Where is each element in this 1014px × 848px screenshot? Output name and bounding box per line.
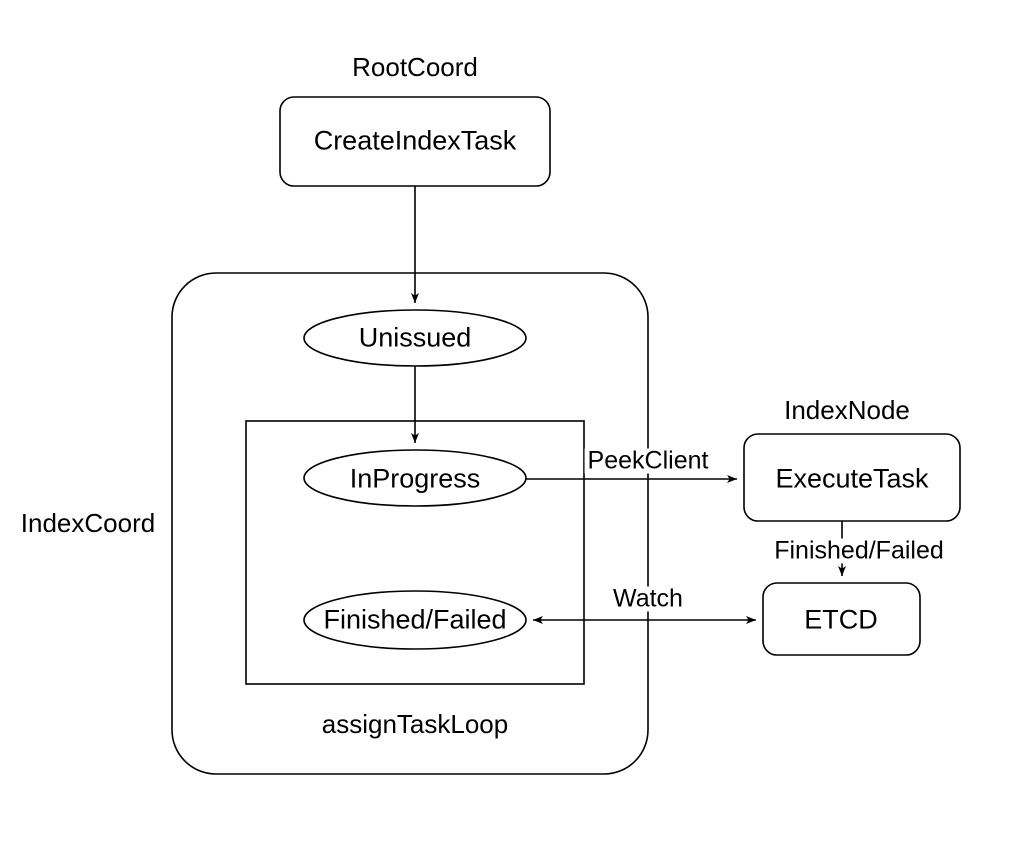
group-label-indexcoord: IndexCoord	[20, 508, 156, 538]
edge-label-watch: Watch	[610, 586, 686, 612]
node-label-finished-failed[interactable]: Finished/Failed	[323, 604, 507, 635]
node-label-etcd[interactable]: ETCD	[804, 604, 878, 635]
edge-label-finished-failed: Finished/Failed	[771, 538, 947, 564]
node-label-create-index-task[interactable]: CreateIndexTask	[313, 125, 517, 156]
group-label-assigntaskloop: assignTaskLoop	[321, 709, 509, 739]
node-etcd-shape[interactable]	[762, 582, 921, 656]
node-label-inprogress[interactable]: InProgress	[349, 463, 481, 494]
group-label-rootcoord: RootCoord	[352, 52, 478, 82]
node-label-unissued[interactable]: Unissued	[358, 322, 472, 353]
node-finished-failed-shape[interactable]	[303, 590, 527, 650]
node-inprogress-shape[interactable]	[303, 449, 527, 507]
edge-label-peekclient: PeekClient	[584, 448, 712, 474]
group-indexcoord-boundary	[171, 272, 649, 775]
node-label-execute-task[interactable]: ExecuteTask	[775, 463, 929, 494]
node-execute-task-shape[interactable]	[743, 433, 961, 522]
group-label-indexnode: IndexNode	[784, 395, 910, 425]
